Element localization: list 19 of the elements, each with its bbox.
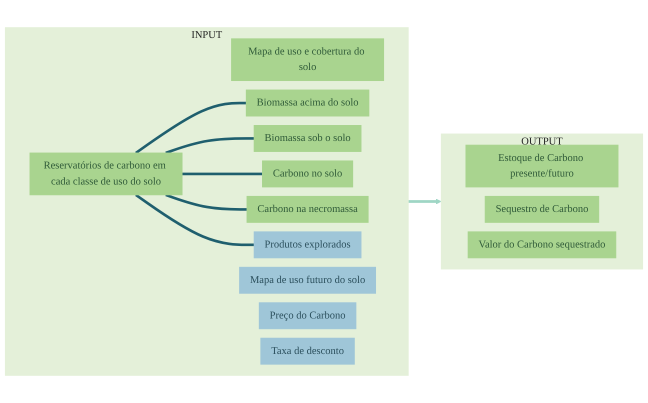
node-box: Taxa de desconto — [260, 338, 355, 365]
node-box: Preço do Carbono — [258, 302, 356, 330]
arrow — [408, 198, 442, 204]
connector — [135, 102, 246, 154]
node-box: Biomassa sob o solo — [254, 125, 362, 152]
node-box: Produtos explorados — [254, 231, 362, 258]
node-box: Mapa de uso futuro do solo — [239, 266, 376, 294]
node-box: Estoque de Carbono presente/futuro — [465, 144, 618, 188]
connector — [165, 194, 247, 211]
node-box: Sequestro de Carbono — [484, 196, 600, 223]
node-box: Reservatórios de carbono em cada classe de uso do solo — [30, 152, 183, 196]
connector — [165, 137, 254, 154]
node-box: Carbono na necromassa — [246, 196, 369, 223]
node-box: Biomassa acima do solo — [246, 90, 370, 116]
connector — [182, 172, 262, 176]
node-box: Valor do Carbono sequestrado — [468, 231, 616, 258]
connector — [135, 194, 254, 246]
node-box: Mapa de uso e cobertura do solo — [231, 38, 384, 82]
node-box: Carbono no solo — [262, 160, 354, 188]
